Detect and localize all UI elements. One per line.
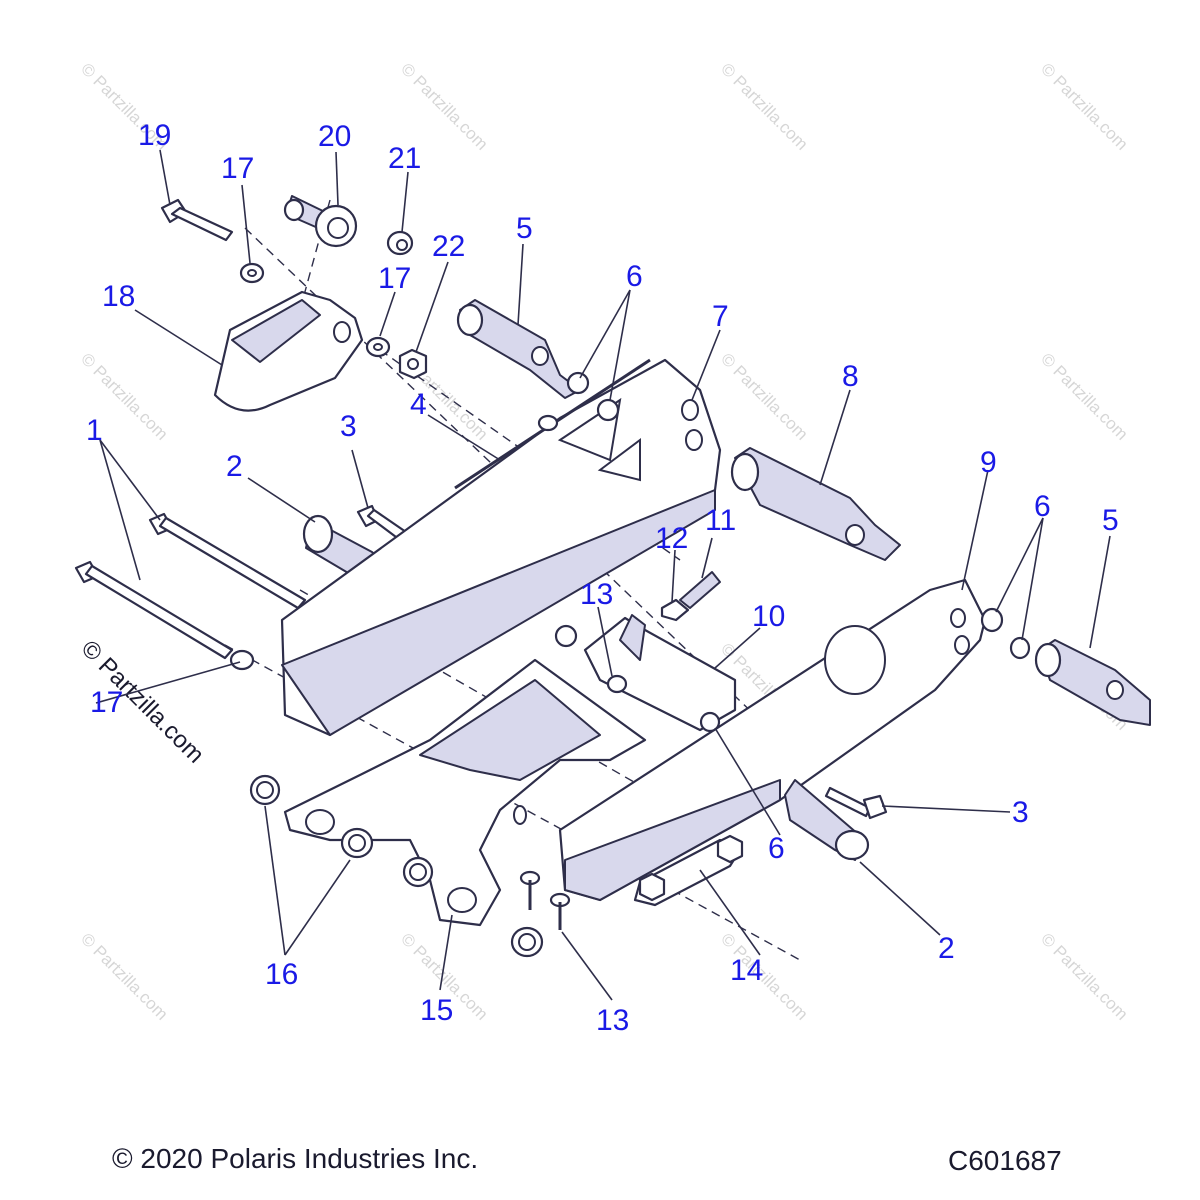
watermark: © Partzilla.com — [1037, 349, 1131, 443]
washer-17-top — [239, 262, 265, 284]
watermark: © Partzilla.com — [77, 929, 171, 1023]
bolt-13-lower-b — [549, 892, 571, 930]
callout-6-lower: 6 — [768, 832, 785, 865]
spring-rod-4 — [454, 358, 651, 490]
callout-2-left: 2 — [226, 450, 243, 483]
watermark: © Partzilla.com — [1037, 59, 1131, 153]
callout-6-right: 6 — [1034, 490, 1051, 523]
bushing-16-b — [340, 827, 374, 859]
bushing-6-right-b — [1009, 636, 1031, 660]
rail-9 — [558, 578, 987, 902]
callout-5-right: 5 — [1102, 504, 1119, 537]
bracket-18 — [213, 290, 364, 412]
adjuster-bolt-11 — [679, 571, 721, 609]
callout-5-top: 5 — [516, 212, 533, 245]
eye-bolt-20 — [283, 195, 358, 248]
jam-nut-12 — [660, 598, 690, 622]
callout-7: 7 — [712, 300, 729, 333]
long-bolt-1-lower — [74, 560, 255, 671]
callout-6-top: 6 — [626, 260, 643, 293]
callout-8: 8 — [842, 360, 859, 393]
callout-1: 1 — [86, 414, 103, 447]
callout-22: 22 — [432, 230, 465, 263]
callout-13-top: 13 — [580, 578, 613, 611]
bolt-3-right — [824, 786, 888, 820]
callout-4: 4 — [410, 388, 427, 421]
callout-2-right: 2 — [938, 932, 955, 965]
copyright-notice: © 2020 Polaris Industries Inc. — [112, 1143, 478, 1174]
callout-17-middle: 17 — [378, 262, 411, 295]
link-14 — [633, 834, 744, 907]
bolt-13-lower-a — [519, 870, 541, 910]
sleeve-8 — [730, 447, 901, 561]
callout-9: 9 — [980, 446, 997, 479]
watermark: © Partzilla.com — [397, 59, 491, 153]
swing-arm-15 — [283, 658, 647, 927]
bushing-6-top-b — [596, 398, 620, 422]
pivot-block-10 — [554, 614, 737, 733]
bolt-19 — [160, 198, 234, 242]
roller-2-right — [784, 779, 870, 861]
bolt-13-top — [606, 674, 628, 694]
callout-17-top: 17 — [221, 152, 254, 185]
long-bolt-1-upper — [148, 512, 331, 621]
callout-labels: 19 17 20 21 22 17 18 5 6 7 4 8 3 1 2 9 6… — [86, 119, 1119, 1037]
callout-3-left: 3 — [340, 410, 357, 443]
callout-11: 11 — [705, 504, 736, 537]
callout-17-left: 17 — [90, 686, 123, 719]
bushing-6-right-a — [980, 607, 1004, 633]
callout-16: 16 — [265, 958, 298, 991]
diagram-code: C601687 — [948, 1145, 1062, 1176]
nut-21 — [386, 230, 414, 256]
callout-21: 21 — [388, 142, 421, 175]
callout-18: 18 — [102, 280, 135, 313]
bushing-16-d — [510, 926, 544, 958]
callout-3-right: 3 — [1012, 796, 1029, 829]
callout-10: 10 — [752, 600, 785, 633]
sleeve-5-top — [456, 299, 581, 399]
callout-15: 15 — [420, 994, 453, 1027]
bushing-16-c — [402, 856, 434, 888]
leader-lines — [95, 149, 1111, 1001]
bushing-16-a — [249, 774, 281, 806]
bushing-6-top-a — [566, 371, 590, 395]
watermark: © Partzilla.com — [717, 349, 811, 443]
nut-22 — [398, 348, 428, 380]
callout-20: 20 — [318, 120, 351, 153]
watermark: © Partzilla.com — [1037, 929, 1131, 1023]
callout-12: 12 — [655, 522, 688, 555]
callout-13-lower: 13 — [596, 1004, 629, 1037]
callout-19: 19 — [138, 119, 171, 152]
sleeve-5-right — [1034, 639, 1151, 726]
watermark: © Partzilla.com — [717, 59, 811, 153]
callout-14: 14 — [730, 954, 763, 987]
washer-17-middle — [365, 336, 391, 358]
